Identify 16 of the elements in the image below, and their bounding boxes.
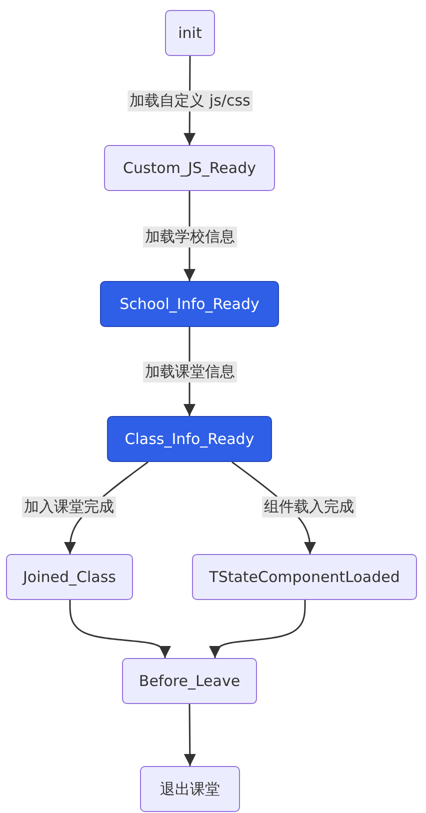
edge-label: 加载学校信息 bbox=[143, 226, 237, 248]
edge-label: 加载课堂信息 bbox=[143, 362, 237, 382]
process-box: 退出课堂 bbox=[140, 766, 240, 812]
edge-label: 加入课堂完成 bbox=[22, 496, 116, 518]
process-box: TStateComponentLoaded bbox=[192, 554, 417, 600]
edge-label: 组件载入完成 bbox=[262, 496, 356, 518]
arrow bbox=[209, 600, 306, 658]
process-box: Class_Info_Ready bbox=[107, 416, 272, 462]
process-box: Before_Leave bbox=[122, 658, 257, 704]
process-box: Custom_JS_Ready bbox=[104, 145, 275, 191]
process-box: School_Info_Ready bbox=[100, 281, 279, 327]
process-box: init bbox=[165, 10, 215, 56]
arrow bbox=[184, 704, 196, 766]
arrow bbox=[69, 600, 171, 658]
edge-label: 加载自定义 js/css bbox=[128, 90, 252, 112]
process-box: Joined_Class bbox=[6, 554, 133, 600]
